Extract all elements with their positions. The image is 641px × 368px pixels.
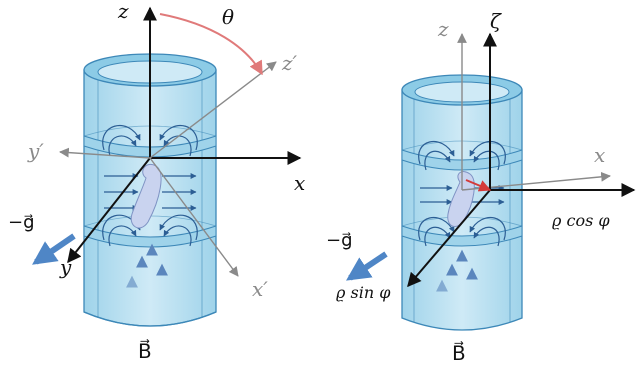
left-label-y: y — [59, 255, 72, 279]
right-panel: z ζ x ϱ cos φ −g⃗ ϱ sin φ B⃗ — [326, 9, 636, 365]
left-label-x: x — [294, 171, 305, 195]
left-label-y-prime: y′ — [27, 139, 44, 163]
left-bubble — [130, 164, 162, 229]
right-label-rho-sin: ϱ sin φ — [336, 283, 391, 302]
left-b-arrows — [126, 243, 168, 328]
left-label-z-prime: z′ — [281, 51, 298, 75]
right-label-rho-cos: ϱ cos φ — [552, 211, 610, 230]
right-label-x: x — [594, 143, 605, 167]
right-label-z: z — [437, 17, 449, 41]
left-label-b: B⃗ — [138, 338, 152, 363]
right-axes — [407, 32, 636, 288]
left-label-x-prime: x′ — [252, 277, 268, 301]
left-gravity-arrow — [32, 233, 76, 265]
left-label-gravity: −g⃗ — [8, 212, 35, 233]
right-label-b: B⃗ — [452, 340, 466, 365]
left-panel: z θ z′ y′ x −g⃗ y x′ B⃗ — [8, 0, 305, 363]
left-label-theta: θ — [222, 5, 234, 29]
right-label-zeta: ζ — [490, 9, 502, 33]
right-b-arrows — [436, 249, 478, 332]
left-axes — [59, 6, 302, 277]
right-field-lines — [418, 140, 506, 247]
rho-arrow — [465, 179, 492, 192]
right-label-gravity: −g⃗ — [326, 230, 353, 251]
left-label-z: z — [117, 0, 129, 23]
theta-arc — [159, 13, 263, 76]
right-gravity-arrow — [346, 251, 388, 281]
